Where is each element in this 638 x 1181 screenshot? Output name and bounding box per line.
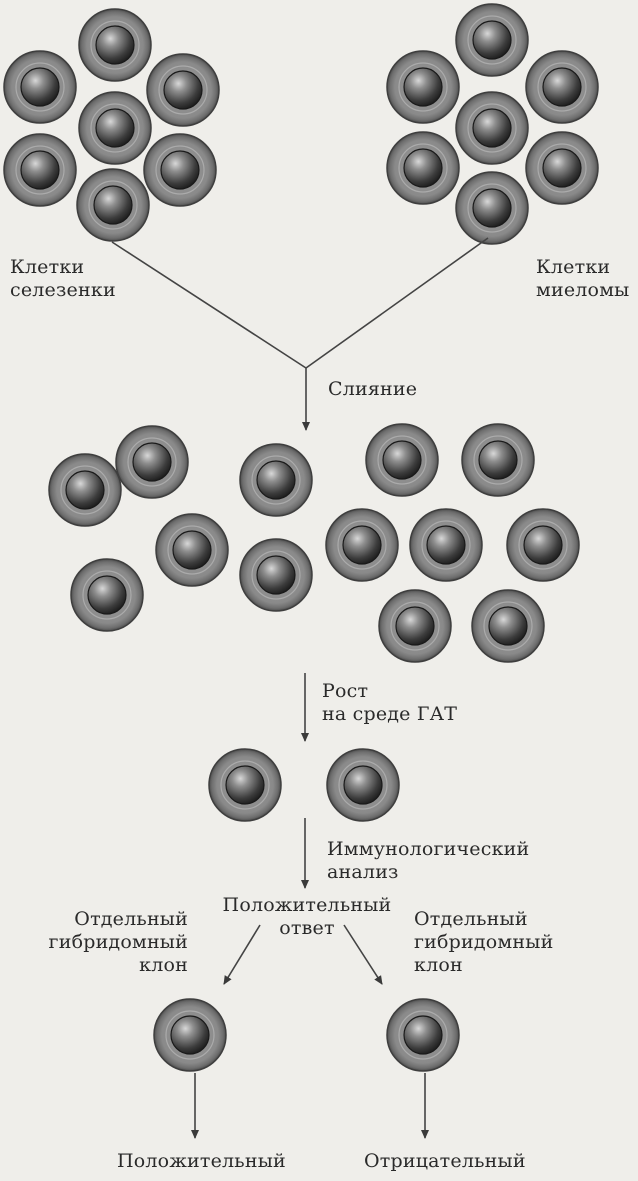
myeloma-cell [525, 50, 599, 124]
spleen-cell [143, 133, 217, 207]
fused-cell [506, 508, 580, 582]
myeloma-cells-label: Клетки миеломы [536, 256, 630, 301]
myeloma-cell [455, 3, 529, 77]
fused-cell [239, 538, 313, 612]
growth-label: Рост на среде ГАТ [322, 680, 458, 725]
spleen-cell [3, 133, 77, 207]
negative-result-label: Отрицательный [364, 1150, 526, 1172]
fusion-label: Слияние [328, 378, 418, 400]
selected-cell [208, 748, 282, 822]
immuno-analysis-label: Иммунологический анализ [327, 838, 530, 883]
myeloma-cell [455, 91, 529, 165]
fused-cell [409, 508, 483, 582]
fused-cell [325, 508, 399, 582]
spleen-cell [76, 168, 150, 242]
clone-cell [386, 998, 460, 1072]
myeloma-cell [386, 131, 460, 205]
right-clone-label: Отдельный гибридомный клон [414, 908, 554, 976]
fused-cell [471, 589, 545, 663]
left-clone-label: Отдельный гибридомный клон [48, 908, 188, 976]
fused-cell [155, 513, 229, 587]
left-branch-arrow [223, 924, 261, 985]
clone-cell [153, 998, 227, 1072]
myeloma-merge-line [305, 237, 489, 369]
fused-cell [461, 423, 535, 497]
selected-cell [326, 748, 400, 822]
fused-cell [378, 589, 452, 663]
fused-cell [48, 453, 122, 527]
spleen-cell [3, 50, 77, 124]
spleen-cells-label: Клетки селезенки [10, 256, 116, 301]
myeloma-cell [455, 171, 529, 245]
cells-layer [3, 3, 599, 1072]
spleen-cell [78, 8, 152, 82]
spleen-cell [146, 53, 220, 127]
right-branch-arrow [343, 924, 383, 985]
fused-cell [115, 425, 189, 499]
positive-response-label: Положительный ответ [222, 894, 392, 939]
myeloma-cell [525, 131, 599, 205]
spleen-merge-line [111, 241, 307, 369]
spleen-cell [78, 91, 152, 165]
fused-cell [365, 423, 439, 497]
positive-result-label: Положительный [117, 1150, 286, 1172]
fused-cell [70, 558, 144, 632]
myeloma-cell [386, 50, 460, 124]
fused-cell [239, 443, 313, 517]
